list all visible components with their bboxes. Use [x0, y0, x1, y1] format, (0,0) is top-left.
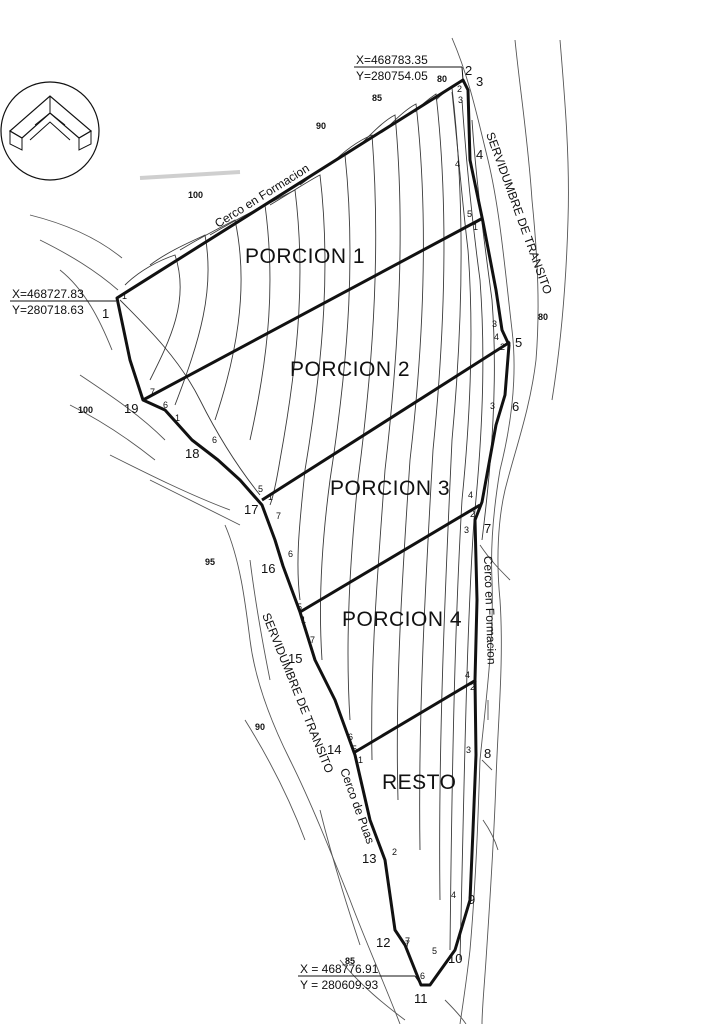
- division-line-1-2: [142, 216, 484, 402]
- sub-point: 4: [465, 670, 470, 680]
- elevation-label: 90: [316, 121, 326, 131]
- terrain-lines: [29, 37, 569, 1024]
- elevation-label: 100: [188, 190, 203, 200]
- label-porcion-4: PORCION 4: [342, 608, 462, 631]
- sub-point: 4: [494, 332, 499, 342]
- contour-lines: [119, 87, 495, 961]
- coordinate-y-left: Y=280718.63: [12, 303, 84, 317]
- sub-point: 7: [150, 387, 155, 397]
- elevation-label: 80: [437, 74, 447, 84]
- sub-point: 2: [500, 342, 505, 352]
- sub-point: 3: [466, 745, 471, 755]
- sub-point: 5: [467, 209, 472, 219]
- elevation-label: 80: [538, 312, 548, 322]
- coordinate-x-left: X=468727.83: [12, 287, 84, 301]
- sub-point: 1: [473, 222, 478, 232]
- sub-point: 7: [405, 939, 410, 949]
- sub-point: 1: [175, 413, 180, 423]
- elevation-label: 95: [205, 557, 215, 567]
- parcel-boundary: [115, 78, 511, 987]
- sub-point: 1: [301, 615, 306, 625]
- barbed-fence-label: Cerco de Puas: [337, 766, 377, 845]
- vertex-2: 2: [465, 63, 472, 78]
- coordinate-y-top: Y=280754.05: [356, 69, 428, 83]
- sub-point: 5: [297, 602, 302, 612]
- sub-point: 4: [451, 890, 456, 900]
- sub-point: 2: [470, 682, 475, 692]
- coordinate-x-top: X=468783.35: [356, 53, 428, 67]
- easement-label-left: SERVIDUMBRE DE TRANSITO: [259, 611, 336, 775]
- sub-point: 6: [212, 435, 217, 445]
- vertex-11: 11: [414, 991, 428, 1006]
- division-line-4-resto: [354, 678, 477, 754]
- sub-point: 2: [470, 509, 475, 519]
- sub-point: 5: [352, 744, 357, 754]
- vertex-16: 16: [261, 561, 275, 576]
- elevation-label: 100: [78, 405, 93, 415]
- vertex-15: 15: [288, 651, 302, 666]
- coordinate-y-bottom: Y = 280609.93: [300, 978, 379, 992]
- elevation-labels: 80 85 90 100 80 100 95 90 85: [78, 74, 548, 966]
- north-arrow-icon: [0, 81, 100, 181]
- vertex-3: 3: [476, 74, 483, 89]
- vertex-4: 4: [476, 147, 483, 162]
- sub-point: 3: [458, 95, 463, 105]
- sub-point: 7: [405, 936, 410, 946]
- vertex-14: 14: [327, 742, 341, 757]
- vertex-12: 12: [376, 935, 390, 950]
- division-line-2-3: [261, 340, 511, 502]
- easement-label-right: SERVIDUMBRE DE TRANSITO: [483, 130, 555, 296]
- vertex-9: 9: [468, 892, 475, 907]
- sub-point: 7: [276, 511, 281, 521]
- sub-point: 1: [358, 755, 363, 765]
- fence-label-right: Cerco en Formacion: [481, 556, 499, 665]
- sub-point: 4: [468, 490, 473, 500]
- vertex-10: 10: [448, 951, 462, 966]
- vertex-13: 13: [362, 851, 376, 866]
- elevation-label: 85: [345, 956, 355, 966]
- sub-point: 3: [492, 319, 497, 329]
- sub-point-numbers: 2 3 4 5 1 3 4 2 3 4 2 3 4 2 3 4 5 6 7 1 …: [122, 84, 505, 981]
- elevation-label: 90: [255, 722, 265, 732]
- vertex-18: 18: [185, 446, 199, 461]
- sub-point: 4: [455, 159, 460, 169]
- label-porcion-1: PORCION 1: [245, 245, 365, 268]
- vertex-numbers: 1 2 3 4 5 6 7 8 9 10 11 12 13 14 15 16 1…: [102, 63, 522, 1006]
- label-porcion-2: PORCION 2: [290, 358, 410, 381]
- faint-mark: [139, 170, 241, 180]
- coordinate-x-bottom: X = 468776.91: [300, 962, 379, 976]
- sub-point: 2: [392, 847, 397, 857]
- sub-point: 1: [122, 291, 127, 301]
- coordinate-callout-top: X=468783.35 Y=280754.05: [354, 53, 464, 83]
- vertex-7: 7: [484, 521, 491, 536]
- sub-point: 3: [490, 401, 495, 411]
- vertex-1: 1: [102, 306, 109, 321]
- vertex-8: 8: [484, 746, 491, 761]
- coordinate-callout-bottom: X = 468776.91 Y = 280609.93: [298, 962, 422, 992]
- sub-point: 6: [420, 971, 425, 981]
- vertex-6: 6: [512, 399, 519, 414]
- division-line-3-4: [299, 503, 481, 614]
- elevation-label: 85: [372, 93, 382, 103]
- sub-point: 6: [288, 549, 293, 559]
- sub-point: 5: [258, 484, 263, 494]
- sub-point: 3: [464, 525, 469, 535]
- label-porcion-3: PORCION 3: [330, 477, 450, 500]
- sub-point: 7: [310, 635, 315, 645]
- sub-point: 1: [268, 492, 273, 502]
- vertex-5: 5: [515, 335, 522, 350]
- coordinate-callout-left: X=468727.83 Y=280718.63: [10, 287, 116, 317]
- sub-point: 6: [163, 400, 168, 410]
- vertex-17: 17: [244, 502, 258, 517]
- vertex-19: 19: [124, 401, 138, 416]
- sub-point: 6: [348, 732, 353, 742]
- sub-point: 2: [457, 84, 462, 94]
- sub-point: 5: [432, 946, 437, 956]
- label-resto: RESTO: [382, 771, 456, 794]
